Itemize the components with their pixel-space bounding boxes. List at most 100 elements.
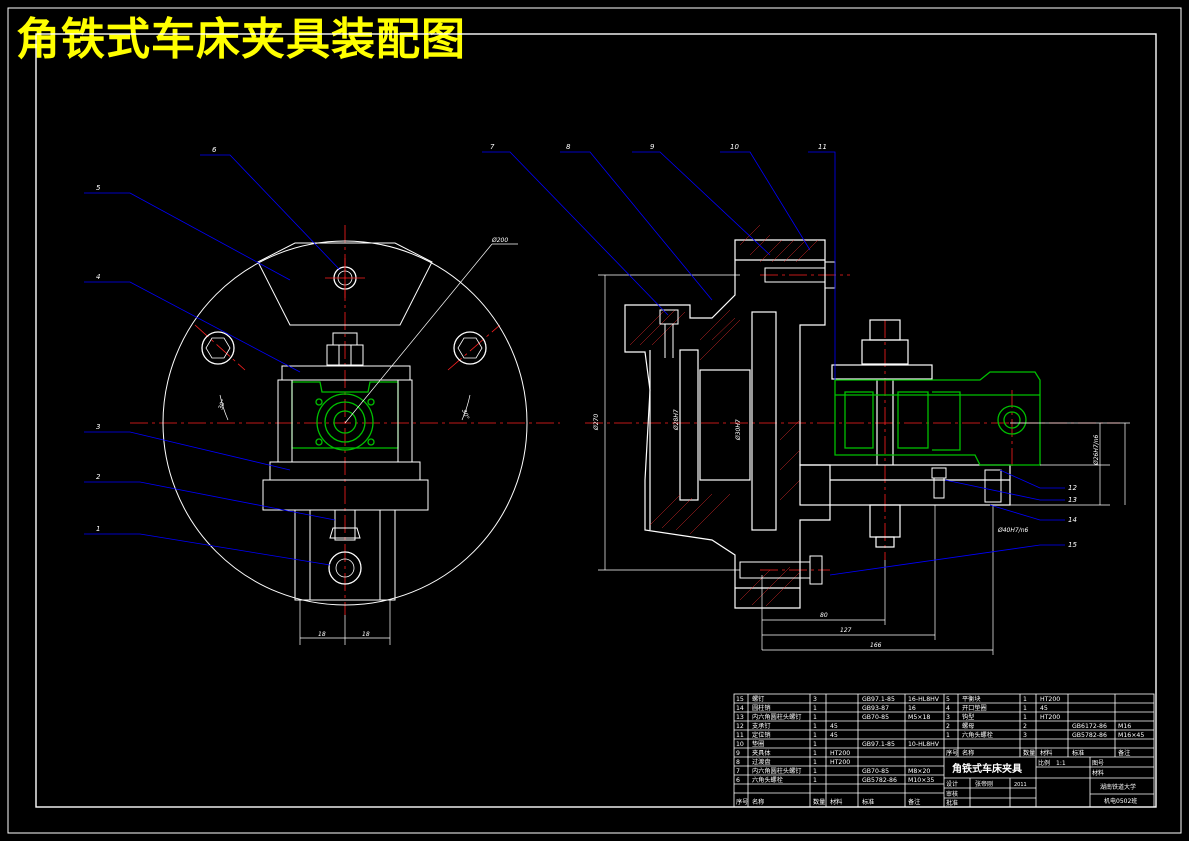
bom-left-cell: M10×35: [908, 777, 934, 784]
sheet-frame: [7, 7, 1182, 834]
dim-diameter-200: Ø200: [491, 237, 508, 244]
dimension-labels: Ø200 30° 30° 18 18 Ø270 80 127 166 Ø40H7…: [217, 237, 1100, 649]
bom-left-cell: 过渡盘: [752, 758, 771, 766]
bom-left-cell: 夹具体: [752, 749, 771, 757]
bom-right-cell: 1: [1023, 714, 1027, 721]
bom-right-header-cell: 标准: [1072, 749, 1084, 757]
callout-12: 12: [1068, 484, 1077, 492]
bom-right-cell: 3: [946, 714, 950, 721]
bom-left-cell: GB70-85: [862, 768, 889, 775]
bill-of-materials: [733, 693, 1155, 808]
bom-left-cell: GB93-87: [862, 705, 889, 712]
dim-angle-left: 30°: [217, 398, 227, 410]
bom-right-cell: HT200: [1040, 696, 1060, 703]
bom-right-cell: 螺母: [962, 722, 974, 730]
bom-left-cell: GB97.1-85: [862, 696, 895, 703]
workpiece-side: [834, 371, 1041, 466]
bom-left-cell: 1: [813, 741, 817, 748]
bom-left-cell: 3: [813, 696, 817, 703]
left-view-dimension-lines: [219, 243, 518, 645]
callout-15: 15: [1068, 541, 1077, 549]
dim-fit-40: Ø40H7/n6: [997, 527, 1029, 534]
left-callout-leaders: [84, 154, 341, 566]
callout-labels: 1 2 3 4 5 6 7 8 9 10 11 12 13 14 15: [96, 143, 1077, 549]
dim-127: 127: [840, 627, 852, 634]
section-hatching: [629, 224, 819, 607]
fixture-body-side: [799, 319, 1011, 548]
bom-right-cell: 45: [1040, 705, 1048, 712]
bom-left-cell: 1: [813, 705, 817, 712]
dim-diameter-270: Ø270: [593, 414, 600, 431]
bom-left-cell: 1: [813, 777, 817, 784]
title-block-designer-name: 张帝刚: [975, 780, 993, 788]
bom-left-cell: 1: [813, 759, 817, 766]
bom-right-cell: 平衡块: [962, 695, 981, 703]
callout-9: 9: [650, 143, 655, 151]
title-block-date: 2011: [1014, 782, 1027, 788]
bom-left-cell: 45: [830, 723, 838, 730]
callout-13: 13: [1068, 496, 1077, 504]
callout-3: 3: [96, 423, 100, 431]
angle-iron-body: [262, 379, 429, 601]
right-callout-leaders: [482, 151, 1065, 576]
bom-left-cell: 15: [736, 696, 744, 703]
bom-left-cell: 6: [736, 777, 740, 784]
callout-2: 2: [96, 473, 101, 481]
bom-left-header-cell: 标准: [862, 798, 874, 806]
bom-right-cell: 3: [1023, 732, 1027, 739]
bom-right-cell: 4: [946, 705, 950, 712]
bom-right-grid: [944, 694, 1154, 807]
bom-left-header-cell: 序号: [736, 798, 748, 806]
right-bolt-hole: [453, 331, 487, 365]
bom-left-cell: 1: [813, 750, 817, 757]
right-view-dimension-lines: [598, 274, 1130, 655]
bom-left-cell: 7: [736, 768, 740, 775]
bom-left-cell: 16: [908, 705, 916, 712]
title-block-sheet-label: 图号: [1092, 760, 1104, 767]
title-block-class: 机电0502班: [1104, 797, 1137, 805]
dim-bore-30: Ø30H7: [735, 419, 742, 441]
dim-bore-28: Ø28H7: [673, 409, 680, 431]
title-block-scale-label: 比例: [1038, 759, 1050, 767]
bom-left-cell: 13: [736, 714, 744, 721]
bom-left-cell: 垫圈: [752, 740, 764, 748]
bom-right-cell: M16: [1118, 723, 1131, 730]
workpiece-front: [291, 381, 399, 451]
dim-fit-26: Ø26H7/n6: [1093, 434, 1100, 466]
title-block-check-label: 审核: [946, 790, 958, 798]
bom-left-cell: 1: [813, 714, 817, 721]
bom-left-cell: 螺钉: [752, 695, 764, 703]
bom-right-cell: GB6172-86: [1072, 723, 1107, 730]
title-block-material-label: 材料: [1092, 769, 1104, 777]
balance-block-outline: [257, 242, 433, 326]
bom-right-cell: 2: [946, 723, 950, 730]
bom-right-header-cell: 材料: [1040, 749, 1052, 757]
bom-right-cell: 钩型: [962, 713, 974, 721]
bom-left-cell: 1: [813, 723, 817, 730]
bom-left-cell: 内六角圆柱头螺钉: [752, 713, 802, 721]
dim-angle-right: 30°: [460, 408, 470, 420]
bom-right-header-cell: 备注: [1118, 749, 1130, 757]
bom-left-cell: M5×18: [908, 714, 930, 721]
bom-left-header-cell: 备注: [908, 798, 920, 806]
bom-left-cell: HT200: [830, 759, 850, 766]
bom-right-cell: 1: [946, 732, 950, 739]
left-bolt-hole: [201, 331, 235, 365]
bom-left-cell: 10-HL8HV: [908, 741, 940, 748]
bom-left-cell: 圆柱销: [752, 704, 771, 712]
bom-right-cell: 1: [1023, 696, 1027, 703]
callout-11: 11: [818, 143, 827, 151]
bom-left-cell: 11: [736, 732, 744, 739]
drawing-title: 角铁式车床夹具装配图: [16, 14, 466, 65]
bom-right-cell: M16×45: [1118, 732, 1144, 739]
callout-8: 8: [566, 143, 571, 151]
bom-right-header-cell: 名称: [962, 749, 974, 757]
bom-left-cell: 9: [736, 750, 740, 757]
bom-left-cell: 1: [813, 768, 817, 775]
title-block-designer-label: 设计: [946, 780, 958, 788]
bom-left-cell: 16-HL8HV: [908, 696, 940, 703]
top-clamp-nut: [281, 332, 411, 381]
main-disc-outline: [162, 240, 528, 606]
